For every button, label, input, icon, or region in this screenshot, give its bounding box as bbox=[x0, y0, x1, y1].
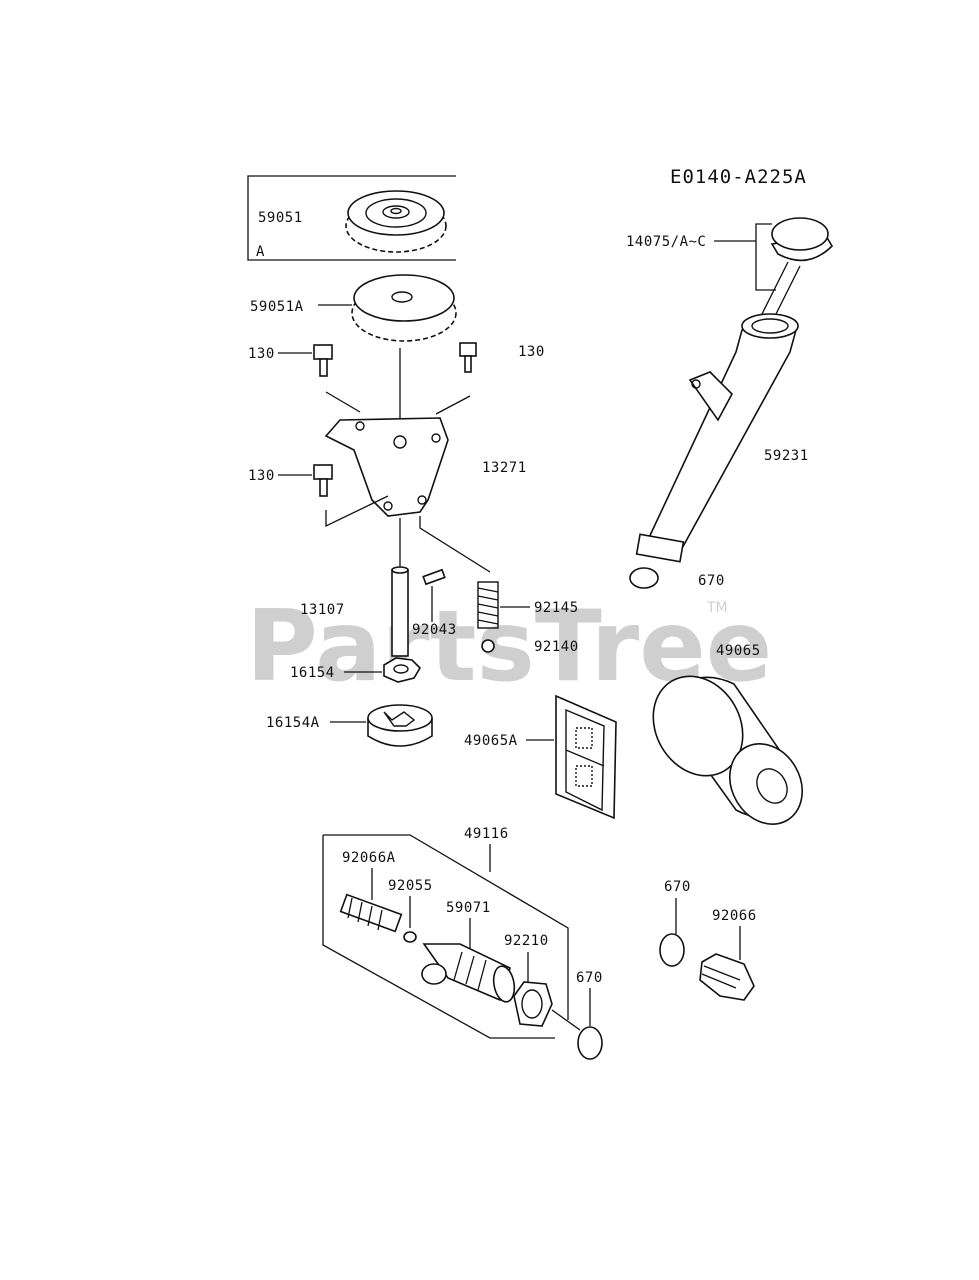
part-label-49065[interactable]: 49065 bbox=[716, 643, 761, 659]
oil-filter-49065[interactable] bbox=[636, 660, 817, 837]
part-label-49116[interactable]: 49116 bbox=[464, 826, 509, 842]
oil-filler-tube-59231[interactable] bbox=[635, 313, 799, 563]
part-label-670-drain[interactable]: 670 bbox=[664, 879, 691, 895]
inset-variant-label: A bbox=[256, 244, 265, 260]
part-label-49065A[interactable]: 49065A bbox=[464, 733, 518, 749]
part-label-16154A[interactable]: 16154A bbox=[266, 715, 320, 731]
diagram-reference-code: E0140-A225A bbox=[670, 166, 807, 188]
part-label-92210[interactable]: 92210 bbox=[504, 933, 549, 949]
watermark-trademark: TM bbox=[706, 600, 728, 616]
part-label-92055[interactable]: 92055 bbox=[388, 878, 433, 894]
part-label-130-top-left[interactable]: 130 bbox=[248, 346, 275, 362]
o-ring-92055[interactable] bbox=[403, 931, 417, 943]
oil-filler-cap-14075[interactable] bbox=[759, 217, 834, 323]
gear-59051A[interactable] bbox=[351, 274, 457, 342]
part-label-59051[interactable]: 59051 bbox=[258, 210, 303, 226]
part-label-670-assembly[interactable]: 670 bbox=[576, 970, 603, 986]
outer-rotor-16154A[interactable] bbox=[367, 704, 433, 747]
spring-92145[interactable] bbox=[477, 581, 499, 629]
part-label-92043[interactable]: 92043 bbox=[412, 622, 457, 638]
drain-plug-92066[interactable] bbox=[699, 953, 755, 1001]
bolt-130-top-right[interactable] bbox=[459, 342, 477, 373]
gear-59051[interactable] bbox=[345, 190, 447, 253]
relief-valve-92066A[interactable] bbox=[339, 893, 403, 933]
pump-cover-13271[interactable] bbox=[324, 417, 449, 517]
part-label-92066[interactable]: 92066 bbox=[712, 908, 757, 924]
part-label-14075-A-C[interactable]: 14075/A~C bbox=[626, 234, 706, 250]
part-label-92140[interactable]: 92140 bbox=[534, 639, 579, 655]
inset-box-59051: 59051 A bbox=[247, 175, 456, 261]
part-label-92145[interactable]: 92145 bbox=[534, 600, 579, 616]
inner-rotor-16154[interactable] bbox=[383, 657, 422, 683]
part-label-13107[interactable]: 13107 bbox=[300, 602, 345, 618]
fitting-59071[interactable] bbox=[421, 943, 517, 1003]
oil-strainer-49065A[interactable] bbox=[555, 694, 617, 820]
part-label-13271[interactable]: 13271 bbox=[482, 460, 527, 476]
o-ring-670-assembly[interactable] bbox=[577, 1026, 603, 1060]
part-label-59051A[interactable]: 59051A bbox=[250, 299, 304, 315]
assembly-49116-outline bbox=[322, 834, 569, 1039]
part-label-59071[interactable]: 59071 bbox=[446, 900, 491, 916]
part-label-130-top-right[interactable]: 130 bbox=[518, 344, 545, 360]
part-label-59231[interactable]: 59231 bbox=[764, 448, 809, 464]
o-ring-670-drain[interactable] bbox=[659, 933, 685, 967]
part-label-670-tube[interactable]: 670 bbox=[698, 573, 725, 589]
shaft-13107[interactable] bbox=[391, 566, 409, 657]
part-label-16154[interactable]: 16154 bbox=[290, 665, 335, 681]
ball-92140[interactable] bbox=[481, 639, 495, 653]
part-label-130-bottom-left[interactable]: 130 bbox=[248, 468, 275, 484]
part-label-92066A[interactable]: 92066A bbox=[342, 850, 396, 866]
bolt-130-top-left[interactable] bbox=[313, 344, 333, 377]
pin-92043[interactable] bbox=[422, 568, 446, 586]
bolt-130-bottom-left[interactable] bbox=[313, 464, 333, 497]
nut-92210[interactable] bbox=[513, 981, 553, 1027]
o-ring-670-tube[interactable] bbox=[629, 567, 659, 589]
